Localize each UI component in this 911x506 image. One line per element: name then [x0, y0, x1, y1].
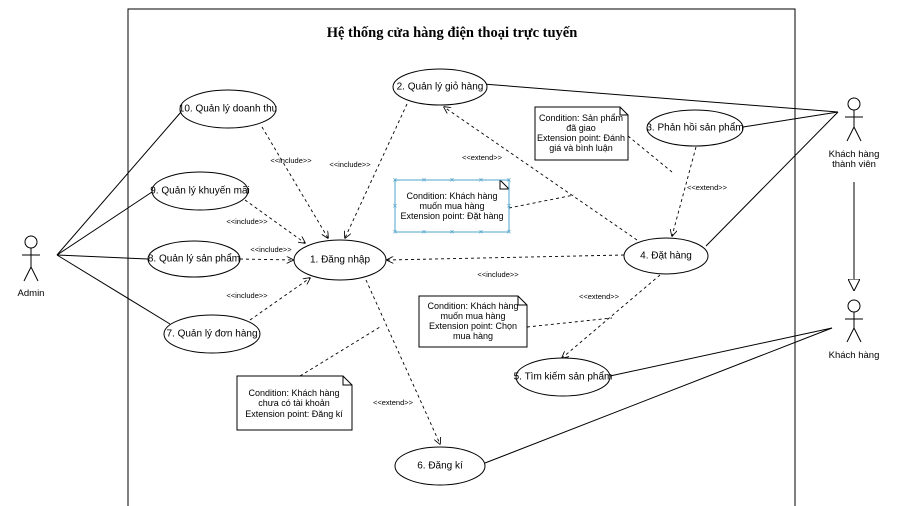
actor-member-label-line2: thành viên — [832, 159, 876, 170]
dependency-arrows — [239, 103, 697, 444]
note-link-n3 — [526, 317, 613, 328]
svg-text:×: × — [507, 176, 512, 185]
label-extend-uc6: <<extend>> — [373, 398, 414, 407]
assoc-admin-uc7 — [56, 254, 171, 325]
actor-customer-figure[interactable] — [845, 299, 863, 343]
actor-member-label-line1: Khách hàng — [829, 149, 880, 160]
note-n3-line3: Extension point: Chọn — [429, 321, 517, 331]
use-case-uc7-label: 7. Quản lý đơn hàng — [166, 329, 257, 340]
assoc-member-uc3 — [742, 111, 839, 128]
selection-outline — [394, 179, 510, 233]
use-case-uc6[interactable] — [394, 446, 486, 486]
svg-text:×: × — [479, 228, 484, 237]
associations — [56, 83, 839, 464]
svg-text:×: × — [507, 202, 512, 211]
svg-text:×: × — [422, 176, 427, 185]
note-n1-line3: Extension point: Đánh — [537, 133, 625, 143]
assoc-member-uc2 — [482, 83, 839, 113]
svg-text:×: × — [393, 202, 398, 211]
note-n1 — [534, 106, 629, 161]
note-n1-line2: đã giao — [566, 123, 596, 133]
actor-admin-label: Admin — [18, 288, 45, 299]
use-case-uc3[interactable] — [646, 109, 744, 147]
note-n2-line2: muốn mua hàng — [419, 201, 484, 211]
use-case-uc6-label: 6. Đăng kí — [417, 461, 463, 472]
assoc-admin-uc10 — [56, 111, 182, 256]
svg-text:×: × — [479, 176, 484, 185]
use-case-uc9-label: 9. Quản lý khuyến mãi — [150, 185, 250, 197]
include-uc4-uc1 — [387, 254, 625, 260]
assoc-customer-uc6 — [484, 327, 833, 464]
use-case-uc10-label: 10. Quản lý doanh thu — [179, 104, 277, 115]
note-n3-line1: Condition: Khách hàng — [427, 301, 518, 311]
system-boundary — [127, 8, 796, 506]
svg-text:×: × — [422, 228, 427, 237]
use-case-uc4[interactable] — [623, 237, 709, 275]
note-n3-line4: mua hàng — [453, 331, 493, 341]
use-case-uc2-label: 2. Quản lý giỏ hàng — [397, 81, 484, 93]
note-n2-group[interactable]: × × × × × × × × × × × × — [393, 176, 512, 237]
assoc-admin-uc8 — [56, 254, 149, 260]
svg-text:×: × — [450, 228, 455, 237]
svg-text:×: × — [450, 176, 455, 185]
label-include-uc2: <<include>> — [329, 160, 371, 169]
use-case-uc4-label: 4. Đặt hàng — [640, 251, 692, 262]
use-case-uc1[interactable] — [293, 239, 387, 281]
label-extend-uc2: <<extend>> — [462, 153, 503, 162]
label-extend-uc3: <<extend>> — [687, 183, 728, 192]
use-case-uc9[interactable] — [151, 171, 249, 211]
use-case-uc8[interactable] — [147, 240, 241, 278]
label-include-uc8: <<include>> — [250, 245, 292, 254]
note-link-n2 — [508, 194, 575, 209]
use-case-uc5[interactable] — [515, 357, 611, 397]
label-include-uc4: <<include>> — [477, 270, 519, 279]
svg-text:×: × — [393, 228, 398, 237]
note-n4-line2: chưa có tài khoản — [258, 398, 330, 408]
include-uc2-uc1 — [345, 103, 408, 238]
note-n3 — [418, 295, 528, 348]
label-extend-uc5: <<extend>> — [579, 292, 620, 301]
note-n1-line1: Condition: Sản phẩm — [539, 113, 623, 123]
label-include-uc7: <<include>> — [226, 291, 268, 300]
note-n4-line1: Condition: Khách hàng — [248, 388, 339, 398]
note-n2-line3: Extension point: Đặt hàng — [400, 211, 503, 221]
use-case-uc7[interactable] — [163, 314, 261, 354]
use-case-uc8-label: 8. Quản lý sản phẩm — [148, 253, 240, 265]
include-uc8-uc1 — [239, 259, 293, 260]
actor-admin-figure[interactable] — [22, 235, 40, 282]
assoc-customer-uc5 — [609, 327, 833, 377]
svg-text:×: × — [393, 176, 398, 185]
label-include-uc10: <<include>> — [270, 156, 312, 165]
include-uc7-uc1 — [249, 278, 310, 321]
note-n4-line3: Extension point: Đăng kí — [245, 409, 343, 419]
use-case-uc5-label: 5. Tìm kiếm sản phẩm — [514, 371, 613, 383]
use-case-uc10[interactable] — [179, 89, 277, 129]
use-case-uc2[interactable] — [392, 68, 488, 106]
actor-member-figure[interactable] — [845, 97, 863, 142]
note-n2-line1: Condition: Khách hàng — [406, 191, 497, 201]
use-case-uc1-label: 1. Đăng nhập — [310, 255, 370, 266]
label-include-uc9: <<include>> — [226, 217, 268, 226]
note-n1-line4: giá và bình luận — [549, 143, 613, 153]
selection-handles[interactable]: × × × × × × × × × × × × — [393, 176, 512, 237]
include-uc9-uc1 — [244, 199, 305, 243]
actor-customer-label: Khách hàng — [829, 350, 880, 361]
assoc-admin-uc9 — [56, 191, 153, 256]
assoc-member-uc4 — [705, 111, 839, 247]
diagram-title: Hệ thống cửa hàng điện thoại trực tuyến — [327, 25, 578, 41]
include-uc10-uc1 — [261, 126, 328, 238]
use-case-uc3-label: 3. Phản hồi sản phẩm — [646, 122, 743, 134]
note-n3-line2: muốn mua hàng — [440, 311, 505, 321]
note-n4 — [236, 375, 353, 431]
extend-uc5-uc4 — [562, 274, 661, 358]
note-link-n4 — [299, 326, 381, 377]
svg-text:×: × — [507, 228, 512, 237]
